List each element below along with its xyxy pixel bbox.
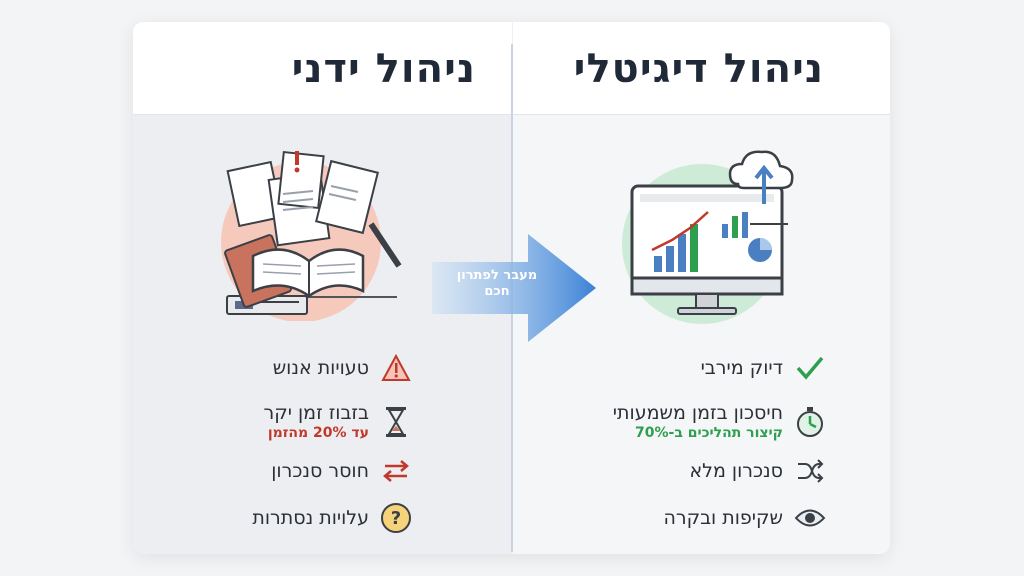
digital-item-accuracy: דיוק מירבי [701,351,827,385]
manual-panel-header: ניהול ידני [133,22,512,115]
manual-panel-title: ניהול ידני [291,46,476,92]
svg-text:?: ? [391,508,401,529]
checkmark-icon [793,351,827,385]
question-icon: ? [379,501,413,535]
digital-item-label: דיוק מירבי [700,357,783,379]
digital-item-transparency: שקיפות ובקרה [663,501,827,535]
manual-item-label: בזבוז זמן יקר [263,402,370,424]
digital-panel-header: ניהול דיגיטלי [513,22,890,115]
manual-item-human-errors: טעויות אנוש [273,351,413,385]
manual-item-hidden-costs: ? עלויות נסתרות [252,501,413,535]
manual-item-sub: עד 20% מהזמן [267,425,369,441]
manual-item-time-waste: בזבוז זמן יקר עד 20% מהזמן [264,402,414,441]
monitor-dashboard-illustration [622,150,794,324]
transition-label: מעבר לפתרון חכם [456,268,538,299]
stopwatch-icon [793,405,827,439]
manual-item-no-sync: חוסר סנכרון [271,454,413,488]
manual-item-label: טעויות אנוש [272,357,369,379]
hourglass-icon [379,405,413,439]
shuffle-icon [793,454,827,488]
paper-pile-illustration [221,150,402,321]
swap-arrows-icon [379,454,413,488]
manual-item-label: עלויות נסתרות [252,507,369,529]
transition-arrow [432,234,596,342]
digital-item-time-saving: חיסכון בזמן משמעותי קיצור תהליכים ב-70% [613,402,827,441]
digital-item-label: חיסכון בזמן משמעותי [612,402,783,424]
digital-panel-title: ניהול דיגיטלי [573,46,824,92]
digital-item-full-sync: סנכרון מלא [689,454,827,488]
digital-item-label: סנכרון מלא [689,460,783,482]
digital-item-label: שקיפות ובקרה [663,507,783,529]
eye-icon [793,501,827,535]
digital-item-sub: קיצור תהליכים ב-70% [635,425,783,441]
warning-icon [379,351,413,385]
manual-item-label: חוסר סנכרון [271,460,369,482]
